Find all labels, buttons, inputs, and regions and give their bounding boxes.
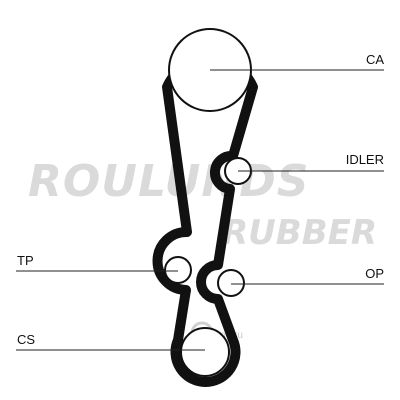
labels: CA IDLER TP OP CS: [17, 52, 384, 347]
watermark-brand-line2: RUBBER: [222, 213, 377, 253]
watermark-brand-line1: ROULUNDS: [28, 156, 309, 207]
label-tp: TP: [17, 253, 34, 268]
label-cs: CS: [17, 332, 35, 347]
pulleys: [164, 28, 252, 377]
label-idler: IDLER: [346, 152, 384, 167]
label-op: OP: [365, 266, 384, 281]
watermark: ROULUNDS RUBBER oboe.ru: [27, 155, 378, 345]
label-ca: CA: [366, 52, 384, 67]
watermark-site: oboe.ru: [209, 330, 243, 341]
pulley-op: [217, 269, 245, 297]
leader-lines: [16, 69, 384, 351]
pulley-tp: [164, 256, 192, 284]
pulley-cs: [180, 327, 230, 377]
